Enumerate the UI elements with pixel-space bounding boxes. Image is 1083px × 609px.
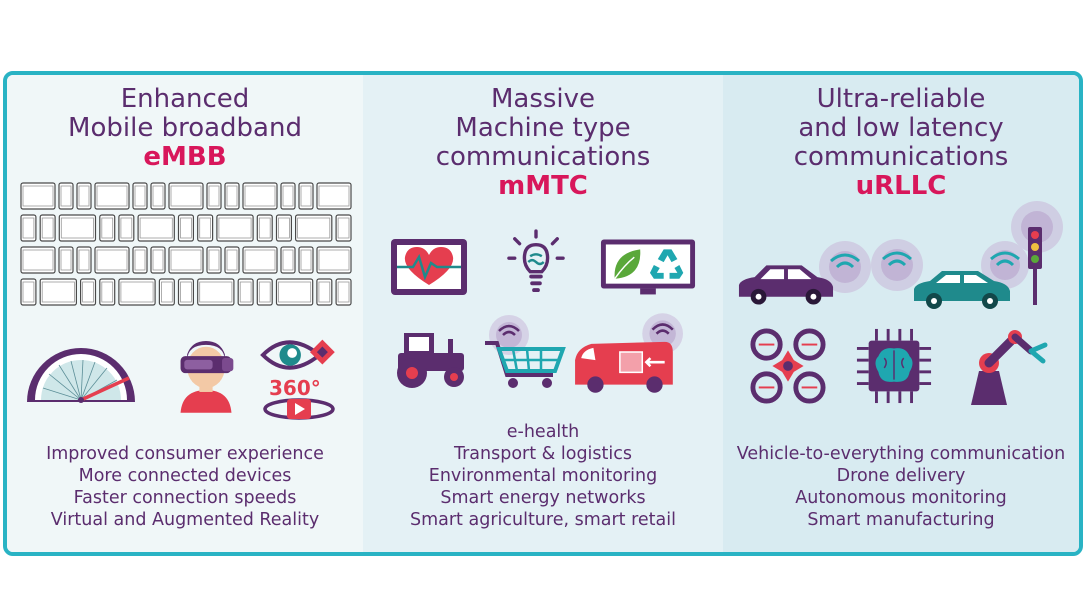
description-item: Smart manufacturing [807,510,995,530]
code-label-embb: eMBB [143,142,227,172]
description-item: Drone delivery [836,466,966,486]
delivery-van-icon [575,313,683,393]
eye-icon [260,339,335,370]
robot-arm-icon [971,330,1048,405]
vr-headset-icon [180,341,234,413]
title-line: and low latency [798,113,1004,143]
car-icon [738,265,834,305]
code-label-urllc: uRLLC [855,171,947,201]
title-line: communications [435,142,651,172]
description-item: Smart agriculture, smart retail [409,510,676,530]
description-item: Transport & logistics [453,444,632,464]
tractor-icon [397,333,464,388]
title-line: Ultra-reliable [816,84,986,114]
panel-mmtc: Massive Machine type communications mMTC [363,75,723,552]
traffic-light-icon [1028,227,1042,305]
title-line: Enhanced [120,84,250,114]
title-line: communications [793,142,1009,172]
code-label-mmtc: mMTC [498,171,588,201]
lightbulb-icon [507,229,565,292]
description-item: More connected devices [78,466,292,486]
description-item: Virtual and Augmented Reality [50,510,320,530]
panel-urllc: Ultra-reliable and low latency communica… [723,75,1079,552]
drone-icon [750,328,826,404]
description-item: Improved consumer experience [46,444,324,464]
panel-title-mmtc: Massive Machine type communications mMTC [363,85,723,201]
video-360-badge: 360° [269,376,321,400]
recycle-screen-icon [600,239,696,295]
panel-title-embb: Enhanced Mobile broadband eMBB [7,85,363,172]
speedometer-icon [27,348,135,403]
title-line: Machine type [455,113,631,143]
description-item: Autonomous monitoring [795,488,1007,508]
shopping-cart-icon [485,315,566,388]
panel-title-urllc: Ultra-reliable and low latency communica… [723,85,1079,201]
title-line: Massive [490,84,596,114]
description-item: Smart energy networks [440,488,646,508]
description-list-urllc: Vehicle-to-everything communication Dron… [723,443,1079,531]
diagram-frame: Enhanced Mobile broadband eMBB [3,71,1083,556]
title-line: Mobile broadband [68,113,302,143]
heart-monitor-icon [391,239,467,295]
video-360-icon: 360° [263,376,335,420]
description-item: Vehicle-to-everything communication [736,444,1066,464]
description-list-embb: Improved consumer experience More connec… [7,443,363,531]
panel-embb: Enhanced Mobile broadband eMBB [7,75,363,552]
description-item: e-health [506,422,580,442]
description-item: Faster connection speeds [73,488,297,508]
description-item: Environmental monitoring [428,466,658,486]
car-icon [914,271,1010,309]
description-list-mmtc: e-health Transport & logistics Environme… [363,421,723,531]
chip-brain-icon [856,328,932,404]
device-grid-icon [20,182,352,306]
